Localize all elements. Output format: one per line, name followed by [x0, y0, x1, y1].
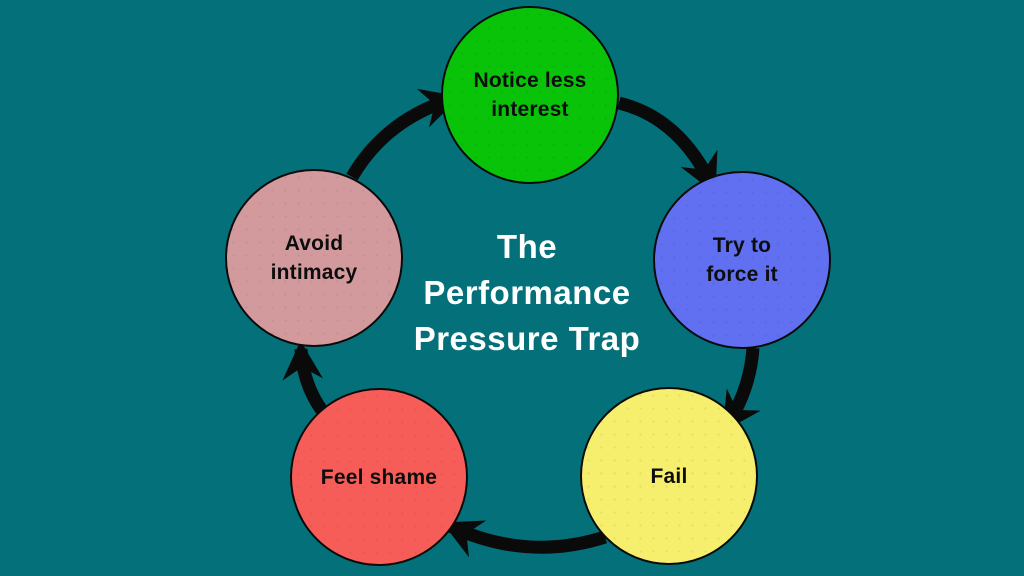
arrow-avoid-to-notice	[346, 88, 461, 181]
diagram-title-line-1: The	[496, 228, 558, 265]
node-feel-shame: Feel shame	[290, 388, 468, 566]
node-notice-less-interest: Notice less interest	[441, 6, 619, 184]
diagram-title-line-2: Performance	[423, 274, 631, 311]
arrow-fail-to-shame	[442, 520, 607, 558]
node-avoid-intimacy: Avoid intimacy	[225, 169, 403, 347]
diagram-title-line-3: Pressure Trap	[413, 320, 641, 357]
node-fail: Fail	[580, 387, 758, 565]
node-try-to-force-it: Try to force it	[653, 171, 831, 349]
diagram-title: The Performance Pressure Trap	[362, 224, 692, 362]
node-label-avoid-intimacy: Avoid intimacy	[270, 232, 358, 284]
node-label-fail: Fail	[650, 464, 688, 488]
node-label-feel-shame: Feel shame	[320, 465, 438, 489]
arrow-shame-to-avoid	[282, 340, 329, 416]
node-label-try-to-force-it: Try to force it	[706, 234, 778, 286]
arrow-notice-to-force	[617, 96, 718, 194]
node-label-notice-less-interest: Notice less interest	[473, 69, 587, 121]
